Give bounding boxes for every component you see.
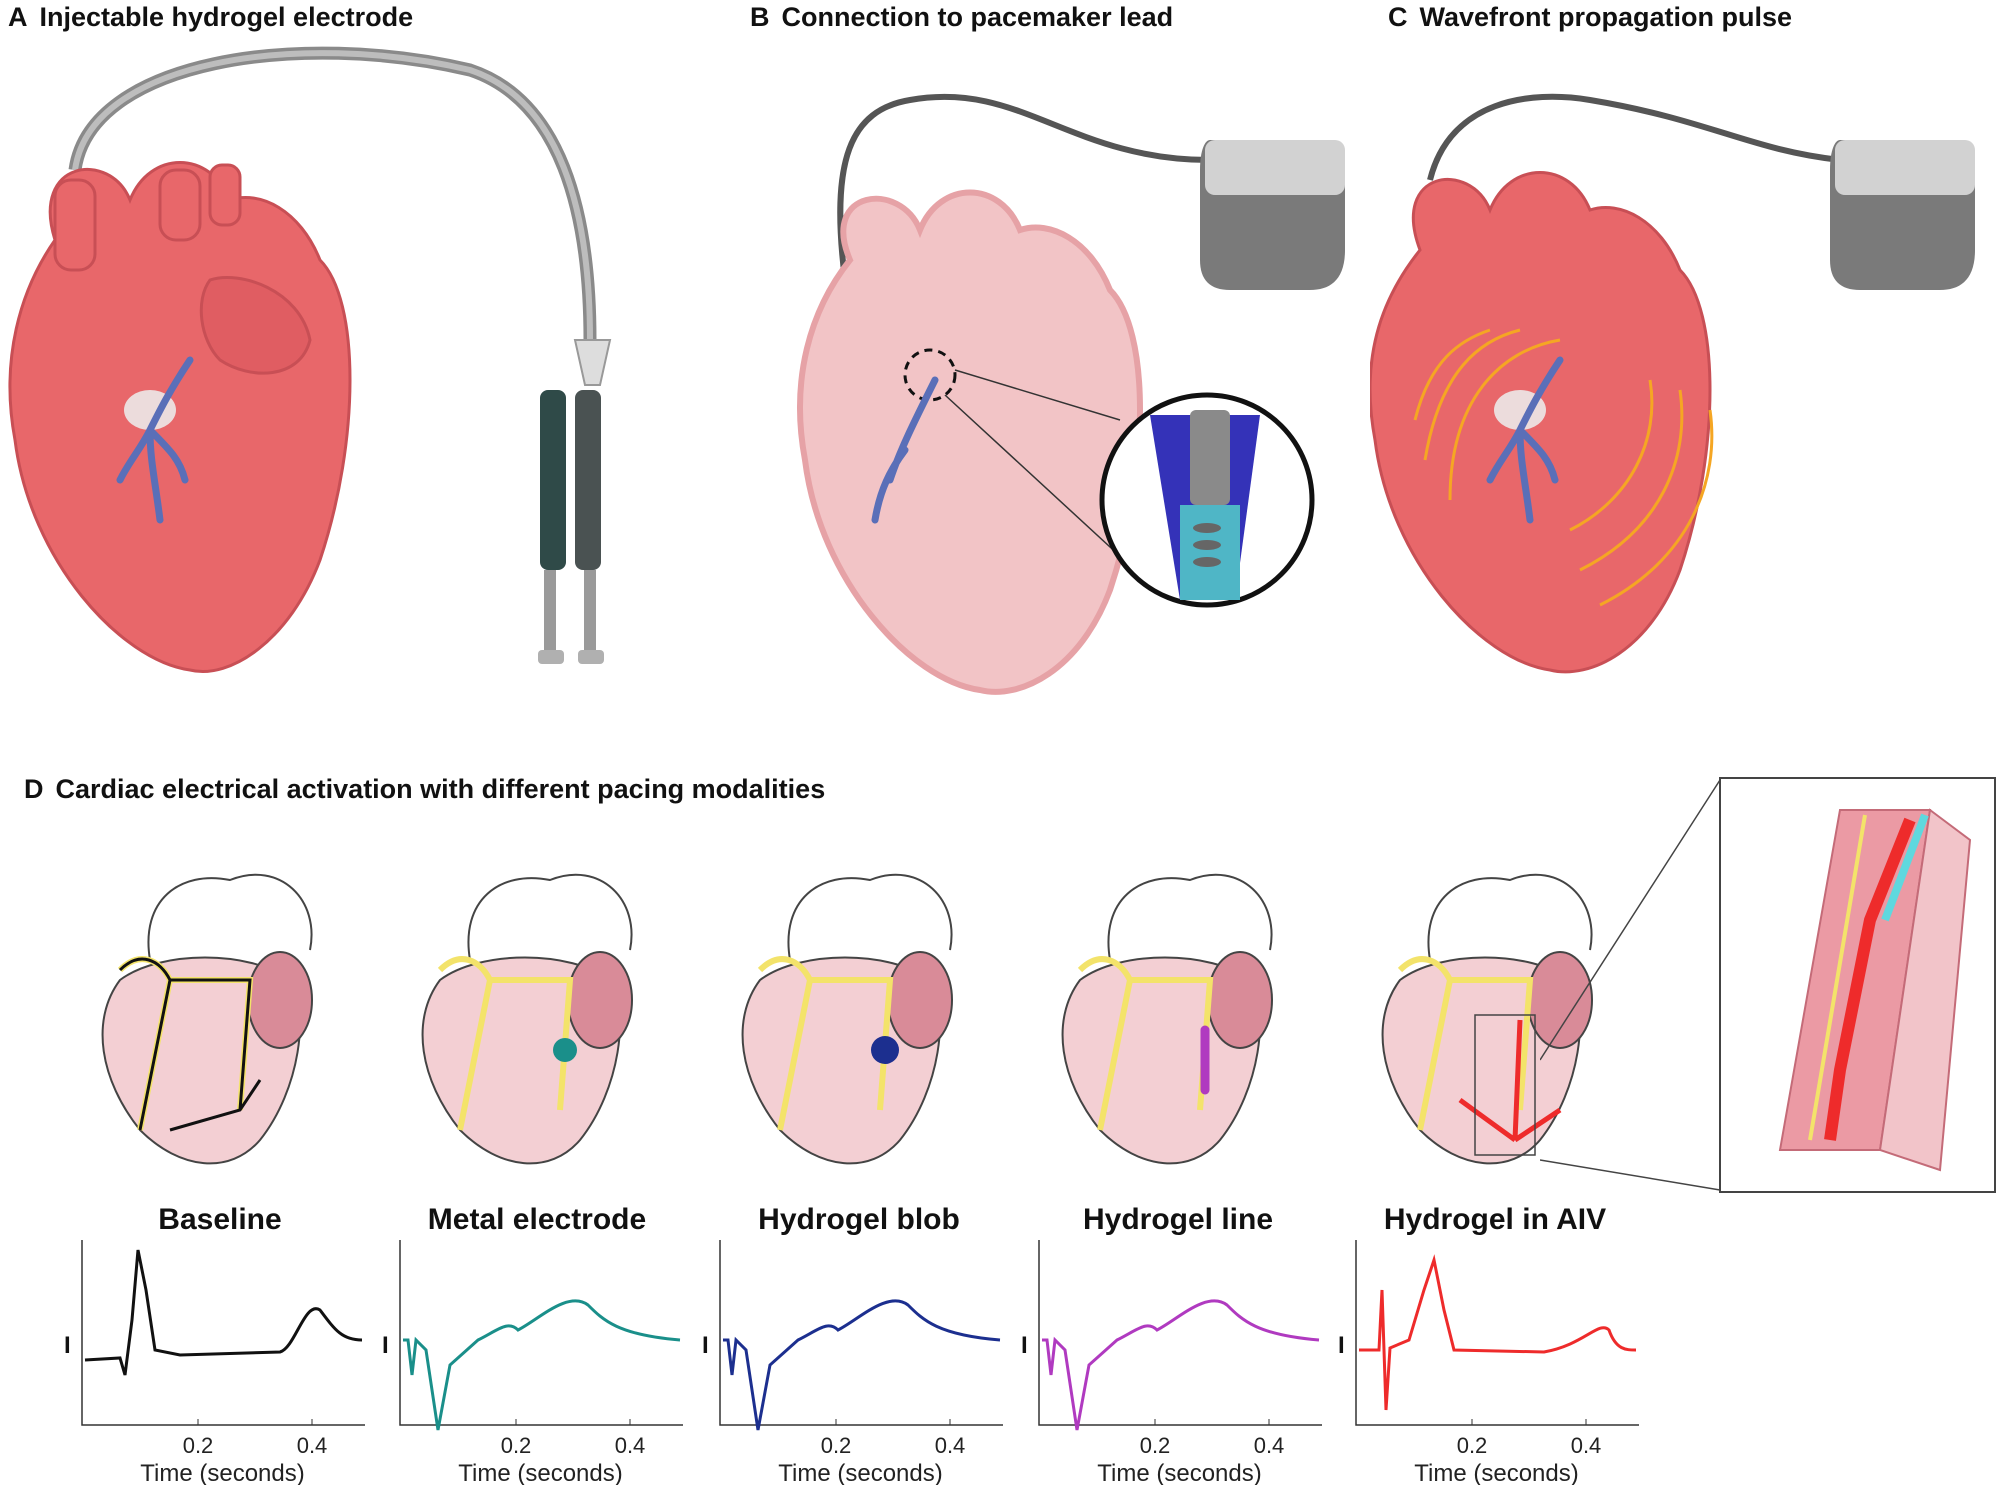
zoom-marker	[1474, 1014, 1536, 1156]
trace-title: Baseline	[158, 1203, 282, 1236]
vessel-icon	[158, 168, 202, 242]
trace-title: Hydrogel line	[1082, 1203, 1274, 1236]
vein-icon	[1486, 356, 1564, 524]
panel-a-title: A Injectable hydrogel electrode	[8, 2, 413, 33]
x-axis-label: Time (seconds)	[1097, 1460, 1261, 1485]
panel-c-label: Wavefront propagation pulse	[1419, 2, 1793, 32]
panel-b-title: B Connection to pacemaker lead	[750, 2, 1173, 33]
activation-arrow-icon	[1458, 1019, 1562, 1143]
heart-transparent-shape	[797, 189, 1143, 695]
conduction-path	[437, 956, 574, 1131]
x-tick-label: 0.2	[1140, 1433, 1171, 1458]
wavefront-arc	[1579, 389, 1684, 572]
hydrogel-line-icon	[1824, 817, 1916, 1141]
x-tick-label: 0.2	[501, 1433, 532, 1458]
panel-c-illustration	[1370, 93, 1975, 674]
wavefront-arc	[1423, 328, 1521, 461]
panel-c-letter: C	[1388, 2, 1408, 32]
x-tick-label: 0.2	[1457, 1433, 1488, 1458]
panel-b-letter: B	[750, 2, 770, 32]
activation-arrow-icon	[118, 957, 262, 1132]
trace-title: Hydrogel blob	[758, 1203, 960, 1236]
conduction-path	[757, 956, 894, 1131]
ecg-waveform	[403, 1299, 681, 1431]
x-tick-label: 0.4	[297, 1433, 328, 1458]
syringe-barrel	[575, 390, 601, 570]
panel-c-title: C Wavefront propagation pulse	[1388, 2, 1792, 33]
atrium-shape	[199, 276, 312, 375]
x-axis-label: Time (seconds)	[140, 1460, 304, 1485]
ecg-waveform	[1042, 1299, 1320, 1431]
panel-a-illustration	[8, 46, 612, 673]
trace-axis	[719, 1240, 1003, 1426]
aiv-inset	[1540, 777, 1996, 1193]
x-tick-label: 0.4	[1571, 1433, 1602, 1458]
x-tick-label: 0.2	[183, 1433, 214, 1458]
trace-axis	[399, 1240, 683, 1426]
x-axis-label: Time (seconds)	[1414, 1460, 1578, 1485]
lead-label: I	[1338, 1332, 1345, 1359]
x-tick-label: 0.4	[615, 1433, 646, 1458]
panel-a-letter: A	[8, 2, 28, 32]
vessel-icon	[208, 163, 242, 227]
x-axis-label: Time (seconds)	[778, 1460, 942, 1485]
heart-diagram-aiv	[1381, 873, 1593, 1165]
lead-label: I	[702, 1332, 709, 1359]
lead-label: I	[1021, 1332, 1028, 1359]
plunger-icon	[544, 570, 596, 660]
trace-axis	[1038, 1240, 1322, 1426]
pacemaker-lead	[837, 93, 1211, 281]
pacing-site-icon	[871, 1036, 899, 1064]
heart-diagram-blob	[741, 873, 953, 1165]
trace-title: Hydrogel in AIV	[1383, 1203, 1607, 1236]
panel-d-label: Cardiac electrical activation with diffe…	[55, 774, 826, 804]
vein-icon	[871, 376, 939, 524]
wavefront-arc	[1413, 328, 1491, 421]
vein-icon	[116, 356, 194, 524]
ecg-waveform	[1359, 1254, 1637, 1411]
panel-d-title: D Cardiac electrical activation with diff…	[24, 774, 825, 805]
lead-label: I	[64, 1332, 71, 1359]
vessel-icon	[53, 178, 97, 272]
panel-d-letter: D	[24, 774, 44, 804]
conduction-path	[1077, 956, 1214, 1131]
lead-tip-icon	[1190, 410, 1230, 505]
wavefront-arc	[1599, 409, 1714, 607]
heart-diagram-metal	[421, 873, 633, 1165]
zoom-marker	[903, 348, 957, 402]
trace-axis	[1355, 1240, 1639, 1426]
lead-label: I	[382, 1332, 389, 1359]
wavefront-arc	[1569, 379, 1654, 532]
ecg-waveform	[84, 1249, 363, 1376]
x-tick-label: 0.4	[1254, 1433, 1285, 1458]
trace-title: Metal electrode	[427, 1203, 647, 1236]
pacing-site-icon	[553, 1038, 577, 1062]
heart-diagram-line	[1061, 873, 1273, 1165]
panel-a-label: Injectable hydrogel electrode	[39, 2, 414, 32]
x-axis-label: Time (seconds)	[458, 1460, 622, 1485]
wavefront-arc	[1448, 338, 1561, 501]
panel-b-illustration	[797, 93, 1345, 695]
ecg-waveform	[723, 1299, 1001, 1431]
conduction-path	[1808, 814, 1867, 1141]
panel-b-label: Connection to pacemaker lead	[781, 2, 1174, 32]
syringe-barrel	[540, 390, 566, 570]
pacemaker-lead	[1427, 93, 1841, 181]
conduction-path	[1397, 956, 1534, 1131]
heart-diagram-baseline	[101, 873, 313, 1165]
y-connector-icon	[573, 339, 612, 386]
trace-axis	[81, 1240, 365, 1426]
x-tick-label: 0.2	[821, 1433, 852, 1458]
x-tick-label: 0.4	[935, 1433, 966, 1458]
